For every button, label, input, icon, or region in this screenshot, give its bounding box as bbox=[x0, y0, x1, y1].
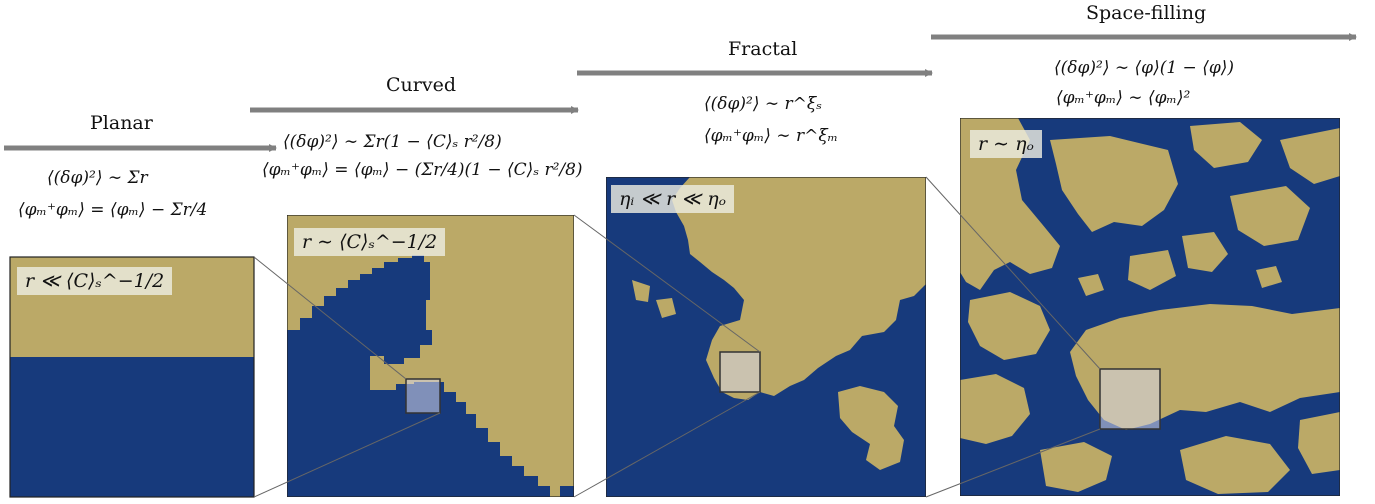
zoom-insets bbox=[405, 351, 1161, 430]
stage-label-curved: Curved bbox=[386, 74, 456, 96]
stage-label-fractal: Fractal bbox=[728, 38, 798, 60]
zoom-connectors bbox=[253, 176, 1101, 498]
formula-space-filling-2: ⟨φₘ⁺φₘ⟩ ∼ ⟨φₘ⟩² bbox=[1056, 88, 1191, 108]
formula-planar-2: ⟨φₘ⁺φₘ⟩ = ⟨φₘ⟩ − Σr/4 bbox=[18, 200, 208, 220]
zoom-box-fractal bbox=[719, 351, 761, 393]
formula-fractal-2: ⟨φₘ⁺φₘ⟩ ∼ r^ξₘ bbox=[704, 126, 839, 146]
badge-curved: r ∼ ⟨C⟩ₛ^−1/2 bbox=[294, 228, 446, 256]
badge-space-filling: r ∼ ηₒ bbox=[970, 130, 1042, 158]
formula-fractal-1: ⟨(δφ)²⟩ ∼ r^ξₛ bbox=[704, 94, 822, 114]
badge-fractal: ηᵢ ≪ r ≪ ηₒ bbox=[611, 185, 734, 213]
scale-arrows bbox=[4, 33, 1357, 152]
panel-space-filling bbox=[960, 118, 1340, 496]
formula-curved-1: ⟨(δφ)²⟩ ∼ Σr(1 − ⟨C⟩ₛ r²/8) bbox=[283, 132, 502, 152]
panel-planar-phase-b bbox=[10, 357, 254, 497]
stage-label-space-filling: Space-filling bbox=[1086, 2, 1207, 24]
panel-fractal-phase-a bbox=[672, 177, 926, 400]
panel-curved bbox=[287, 215, 574, 497]
connector-2a bbox=[573, 214, 761, 353]
connector-1b bbox=[253, 412, 441, 498]
formula-curved-2: ⟨φₘ⁺φₘ⟩ = ⟨φₘ⟩ − (Σr/4)(1 − ⟨C⟩ₛ r²/8) bbox=[262, 160, 583, 180]
connector-2b bbox=[573, 391, 761, 498]
connector-1a bbox=[253, 256, 407, 380]
connector-3a bbox=[925, 176, 1101, 370]
panel-space-filling-phase-a bbox=[960, 118, 1060, 290]
panel-fractal bbox=[606, 177, 926, 497]
badge-planar: r ≪ ⟨C⟩ₛ^−1/2 bbox=[17, 267, 173, 295]
formula-planar-1: ⟨(δφ)²⟩ ∼ Σr bbox=[47, 168, 148, 188]
zoom-box-curved bbox=[405, 378, 441, 414]
zoom-box-space-filling bbox=[1099, 368, 1161, 430]
stage-label-planar: Planar bbox=[90, 112, 153, 134]
panel-curved-phase-b bbox=[287, 255, 550, 497]
formula-space-filling-1: ⟨(δφ)²⟩ ∼ ⟨φ⟩(1 − ⟨φ⟩) bbox=[1054, 58, 1235, 78]
panel-planar-border bbox=[9, 256, 255, 498]
connector-3b bbox=[925, 428, 1101, 498]
